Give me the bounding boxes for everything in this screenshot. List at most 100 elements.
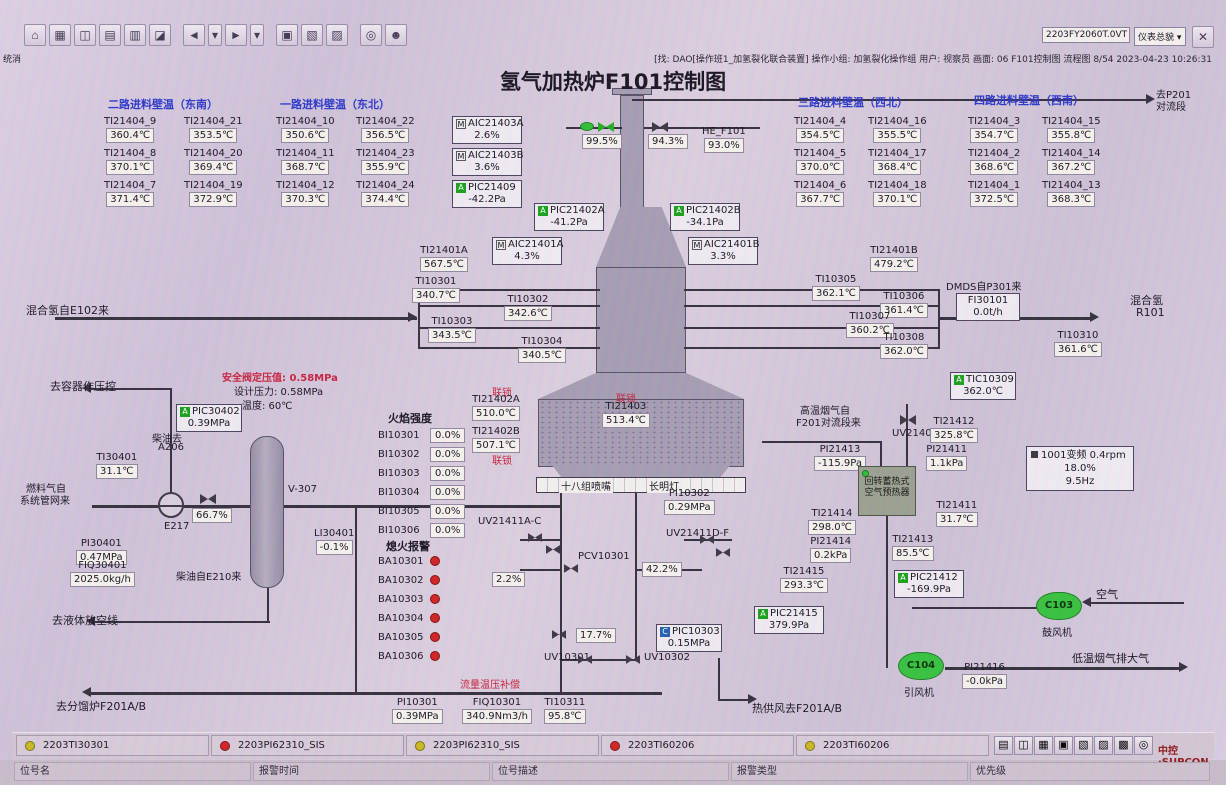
- control-valve-icon[interactable]: [552, 630, 566, 639]
- toolbar-overview-button[interactable]: ▦: [49, 24, 71, 46]
- mode-badge: A: [180, 407, 190, 417]
- interlock-label: 联锁: [492, 388, 512, 399]
- v307-label: V-307: [288, 484, 317, 495]
- uv21404-label: UV21404: [892, 428, 938, 439]
- bottom-list-button[interactable]: ▧: [1074, 736, 1093, 755]
- toolbar-separator: [174, 24, 180, 46]
- toolbar-home-button[interactable]: ⌂: [24, 24, 46, 46]
- mode-badge: C: [660, 627, 670, 637]
- status-dot: [862, 470, 869, 477]
- flue-out-label: 低温烟气排大气: [1072, 652, 1149, 665]
- fuel-valve-icon[interactable]: [200, 494, 216, 504]
- vfd-square-icon: [1031, 451, 1038, 458]
- alarm-entry-4[interactable]: 2203TI60206: [601, 735, 794, 756]
- exchanger-E217: [158, 492, 184, 518]
- statusbar: [找: DAO[操作班1_加氢裂化联合装置] 操作小组: 加氢裂化操作组 用户:…: [654, 52, 1212, 65]
- toolbar-forward-menu-button[interactable]: ▾: [250, 24, 264, 46]
- mode-badge: A: [758, 609, 768, 619]
- uv-valve-icon[interactable]: [716, 548, 730, 557]
- alarm-entry-5[interactable]: 2203TI60206: [796, 735, 989, 756]
- uv21404-valve-icon[interactable]: [900, 415, 916, 425]
- toolbar-back-menu-button[interactable]: ▾: [208, 24, 222, 46]
- toolbar-trend-button[interactable]: ▤: [99, 24, 121, 46]
- air-preheater: 回转蓄热式 空气预热器: [858, 466, 916, 516]
- uv-valve-icon[interactable]: [546, 545, 560, 554]
- pipe-air-in: [1088, 602, 1184, 604]
- furnace-radiant-section: [538, 399, 744, 467]
- bottom-grid-button[interactable]: ▨: [1094, 736, 1113, 755]
- r101-label: R101: [1136, 306, 1165, 319]
- damper-valve-icon[interactable]: [598, 122, 614, 132]
- toolbar-forward-button[interactable]: ►: [225, 24, 247, 46]
- bottom-layers-button[interactable]: ▩: [1114, 736, 1133, 755]
- toolbar-back-button[interactable]: ◄: [183, 24, 205, 46]
- uv-valve-icon[interactable]: [528, 533, 542, 542]
- bottom-save-button[interactable]: ◫: [1014, 736, 1033, 755]
- alarm-entry-2[interactable]: 2203PI62310_SIS: [211, 735, 404, 756]
- bottom-monitor-button[interactable]: ▦: [1034, 736, 1053, 755]
- alarm-entry-3[interactable]: 2203PI62310_SIS: [406, 735, 599, 756]
- damper-valve-icon[interactable]: [652, 122, 668, 132]
- uv-valve-icon[interactable]: [626, 655, 640, 664]
- bottom-print-button[interactable]: ▤: [994, 736, 1013, 755]
- alarm-level-dot: [25, 740, 35, 751]
- alarm-dot: [430, 556, 440, 566]
- valve-position-177: 17.7%: [576, 628, 616, 643]
- toolbar-book-button[interactable]: ▨: [326, 24, 348, 46]
- toolbar-report-button[interactable]: ◪: [149, 24, 171, 46]
- bottom-target-button[interactable]: ◎: [1134, 736, 1153, 755]
- bottom-panel-button[interactable]: ▣: [1054, 736, 1073, 755]
- to-p201-label-1: 去P201: [1156, 90, 1192, 101]
- toolbar-graphics-button[interactable]: ◫: [74, 24, 96, 46]
- vfd-1001-panel[interactable]: 1001变频 0.4rpm 18.0% 9.5Hz: [1026, 446, 1134, 491]
- toolbar-page2-button[interactable]: ▧: [301, 24, 323, 46]
- design-temperature: 温度: 60℃: [242, 401, 293, 412]
- close-button[interactable]: ✕: [1192, 26, 1214, 48]
- pipe-coil: [684, 347, 938, 349]
- pipe: [880, 441, 882, 469]
- toolbar-alarm-button[interactable]: ▥: [124, 24, 146, 46]
- uv21411df-label: UV21411D-F: [666, 528, 730, 539]
- toolbar-page-button[interactable]: ▣: [276, 24, 298, 46]
- alarm-entry-1[interactable]: 2203TI30301: [16, 735, 209, 756]
- toolbar-user-button[interactable]: ☻: [385, 24, 407, 46]
- mode-badge: A: [538, 206, 548, 216]
- view-selector-dropdown[interactable]: 仪表总貌 ▾: [1134, 27, 1186, 46]
- uv-valve-icon[interactable]: [578, 655, 592, 664]
- uv-valve-icon[interactable]: [700, 535, 714, 544]
- diesel-to-label-2: A206: [158, 442, 184, 453]
- toolbar-search-button[interactable]: ◎: [360, 24, 382, 46]
- e217-label: E217: [164, 521, 190, 532]
- alarm-col-type: 报警类型: [731, 762, 968, 781]
- pcv-valve-icon[interactable]: [564, 564, 578, 573]
- screen-id-field[interactable]: 2203FY2060T.0VT: [1042, 27, 1130, 43]
